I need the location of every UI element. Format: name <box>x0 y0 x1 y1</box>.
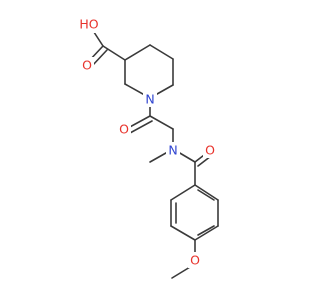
atom-label-o-benzoyl: O <box>205 143 215 158</box>
bond-cooh-ring <box>102 45 126 61</box>
bond-carbonyl-o-2 <box>129 120 153 134</box>
bond-ring-3 <box>149 44 174 60</box>
bond-benzene-3 <box>170 225 196 241</box>
atom-label-o-acid: O <box>82 58 92 73</box>
atom-n-piperidine: N <box>143 91 157 107</box>
atoms: HO O N O N O <box>77 15 217 268</box>
bond-carbonyl-o-1 <box>127 115 151 129</box>
bond-benzene-6 <box>194 184 219 201</box>
atom-o-methoxy: O <box>188 252 202 268</box>
bond-benzene-inner-2 <box>197 225 215 236</box>
atom-o-benzoyl: O <box>203 142 217 158</box>
atom-o-acid: O <box>80 57 94 73</box>
bonds <box>87 25 219 279</box>
bond-benzene-1 <box>170 184 196 201</box>
atom-label-oh: HO <box>79 17 98 32</box>
bond-carbonyl-ch2 <box>149 115 174 130</box>
atom-label-o-acetyl: O <box>119 122 129 137</box>
atom-o-acetyl: O <box>117 121 131 137</box>
bond-cooh-co-2 <box>91 49 108 67</box>
molecule-svg: HO O N O N O <box>77 15 219 279</box>
bond-benzene-4 <box>194 225 219 241</box>
bond-benzene-inner-3 <box>197 189 215 201</box>
structure-diagram: HO O N O N O <box>77 15 219 279</box>
atom-label-o-methoxy: O <box>190 253 200 268</box>
bond-ring-2 <box>124 44 151 61</box>
atom-label-n-piperidine: N <box>145 92 154 107</box>
atom-n-methyl-amide: N <box>166 142 180 158</box>
atom-oh: HO <box>77 15 101 33</box>
atom-label-n-methyl-amide: N <box>168 143 177 158</box>
